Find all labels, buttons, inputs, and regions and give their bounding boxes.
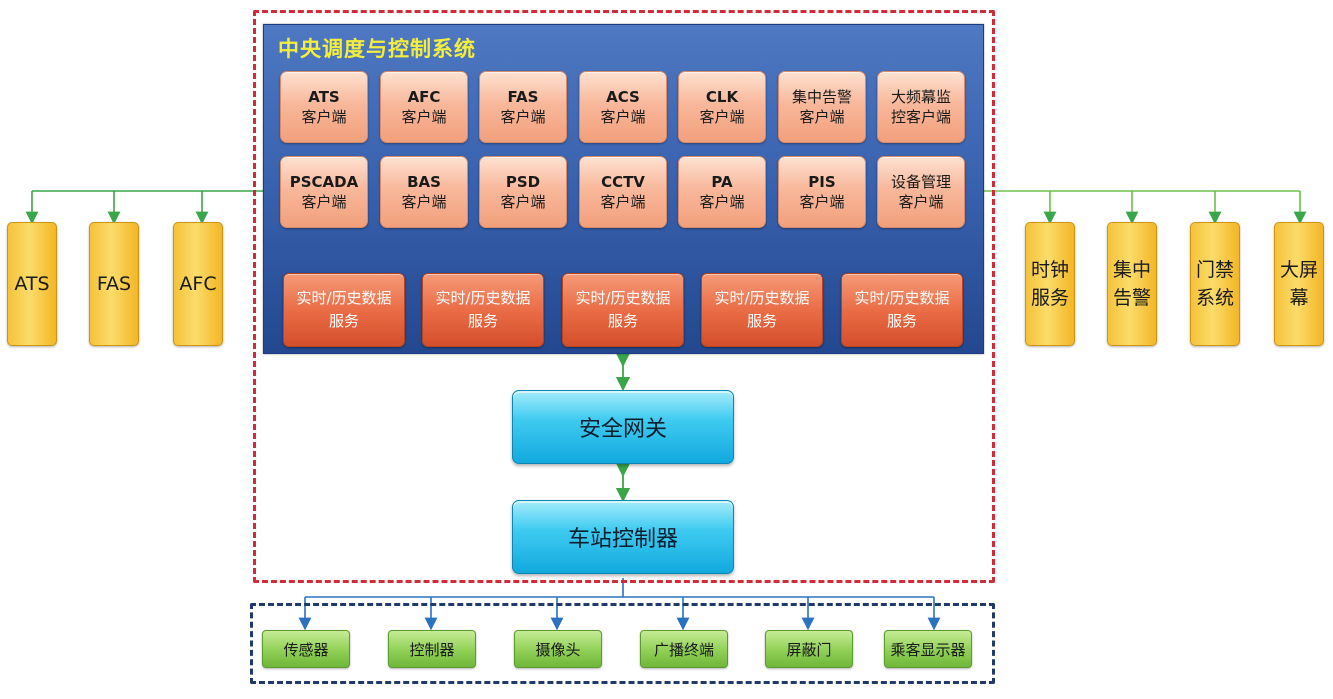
client-ats: ATS 客户端 <box>280 71 368 143</box>
client-suffix: 客户端 <box>500 193 546 211</box>
station-controller: 车站控制器 <box>512 500 734 574</box>
client-bas: BAS 客户端 <box>380 156 468 228</box>
service-line2: 服务 <box>746 312 777 330</box>
client-afc: AFC 客户端 <box>380 71 468 143</box>
service-line2: 服务 <box>607 312 638 330</box>
service-line1: 实时/历史数据 <box>714 289 810 307</box>
external-system-ats: ATS <box>7 222 57 346</box>
external-central-alarm: 集中 告警 <box>1107 222 1157 346</box>
client-suffix: 客户端 <box>600 193 646 211</box>
system-line2: 服务 <box>1030 287 1069 309</box>
right-system-links <box>959 184 1307 225</box>
client-device-management: 设备管理 客户端 <box>877 156 965 228</box>
service-line1: 实时/历史数据 <box>296 289 392 307</box>
client-suffix: 客户端 <box>301 108 347 126</box>
client-suffix: 客户端 <box>898 193 944 211</box>
system-line2: 告警 <box>1112 287 1151 309</box>
client-suffix: 客户端 <box>699 193 745 211</box>
external-system-fas: FAS <box>89 222 139 346</box>
system-line1: 集中 <box>1112 259 1151 281</box>
client-name: PSCADA <box>289 173 359 191</box>
client-suffix: 客户端 <box>699 108 745 126</box>
device-broadcast-terminal: 广播终端 <box>640 630 728 668</box>
service-line2: 服务 <box>886 312 917 330</box>
device-camera: 摄像头 <box>514 630 602 668</box>
data-service-1: 实时/历史数据 服务 <box>283 273 405 347</box>
service-line1: 实时/历史数据 <box>575 289 671 307</box>
device-controller: 控制器 <box>388 630 476 668</box>
device-sensor: 传感器 <box>262 630 350 668</box>
field-device-boundary <box>250 603 995 684</box>
data-service-3: 实时/历史数据 服务 <box>562 273 684 347</box>
client-video-wall: 大频幕监 控客户端 <box>877 71 965 143</box>
client-clk: CLK 客户端 <box>678 71 766 143</box>
client-name: 设备管理 <box>890 173 951 191</box>
external-large-screen: 大屏 幕 <box>1274 222 1324 346</box>
client-pscada: PSCADA 客户端 <box>280 156 368 228</box>
left-system-links <box>25 184 287 225</box>
client-suffix: 客户端 <box>301 193 347 211</box>
client-name: PIS <box>808 173 836 191</box>
data-service-2: 实时/历史数据 服务 <box>422 273 544 347</box>
client-name: BAS <box>407 173 441 191</box>
service-line1: 实时/历史数据 <box>435 289 531 307</box>
data-service-5: 实时/历史数据 服务 <box>841 273 963 347</box>
client-name: 集中告警 <box>791 88 852 106</box>
client-suffix: 客户端 <box>401 108 447 126</box>
device-screen-door: 屏蔽门 <box>765 630 853 668</box>
client-name: FAS <box>507 88 539 106</box>
service-line2: 服务 <box>328 312 359 330</box>
field-device-links <box>298 578 941 631</box>
client-suffix: 客户端 <box>500 108 546 126</box>
client-name: ACS <box>606 88 640 106</box>
client-suffix: 客户端 <box>799 193 845 211</box>
client-name: CCTV <box>601 173 645 191</box>
external-system-afc: AFC <box>173 222 223 346</box>
client-name: PSD <box>505 173 541 191</box>
client-pa: PA 客户端 <box>678 156 766 228</box>
system-line2: 系统 <box>1195 287 1234 309</box>
security-gateway: 安全网关 <box>512 390 734 464</box>
client-name: AFC <box>407 88 441 106</box>
client-name: PA <box>711 173 733 191</box>
client-name: ATS <box>308 88 340 106</box>
service-line2: 服务 <box>467 312 498 330</box>
client-cctv: CCTV 客户端 <box>579 156 667 228</box>
system-line1: 大屏 <box>1279 259 1318 281</box>
system-line1: 门禁 <box>1195 259 1234 281</box>
central-system-boundary <box>253 10 995 583</box>
client-suffix: 控客户端 <box>890 108 951 126</box>
system-line1: 时钟 <box>1030 259 1069 281</box>
client-psd: PSD 客户端 <box>479 156 567 228</box>
client-central-alarm: 集中告警 客户端 <box>778 71 866 143</box>
client-name: CLK <box>705 88 739 106</box>
client-acs: ACS 客户端 <box>579 71 667 143</box>
system-line2: 幕 <box>1289 287 1309 309</box>
service-line1: 实时/历史数据 <box>854 289 950 307</box>
data-service-4: 实时/历史数据 服务 <box>701 273 823 347</box>
device-passenger-display: 乘客显示器 <box>884 630 972 668</box>
client-pis: PIS 客户端 <box>778 156 866 228</box>
central-system-title: 中央调度与控制系统 <box>278 37 476 61</box>
client-name: 大频幕监 <box>890 88 951 106</box>
external-clock-service: 时钟 服务 <box>1025 222 1075 346</box>
client-fas: FAS 客户端 <box>479 71 567 143</box>
client-suffix: 客户端 <box>799 108 845 126</box>
client-suffix: 客户端 <box>401 193 447 211</box>
external-access-control: 门禁 系统 <box>1190 222 1240 346</box>
client-suffix: 客户端 <box>600 108 646 126</box>
